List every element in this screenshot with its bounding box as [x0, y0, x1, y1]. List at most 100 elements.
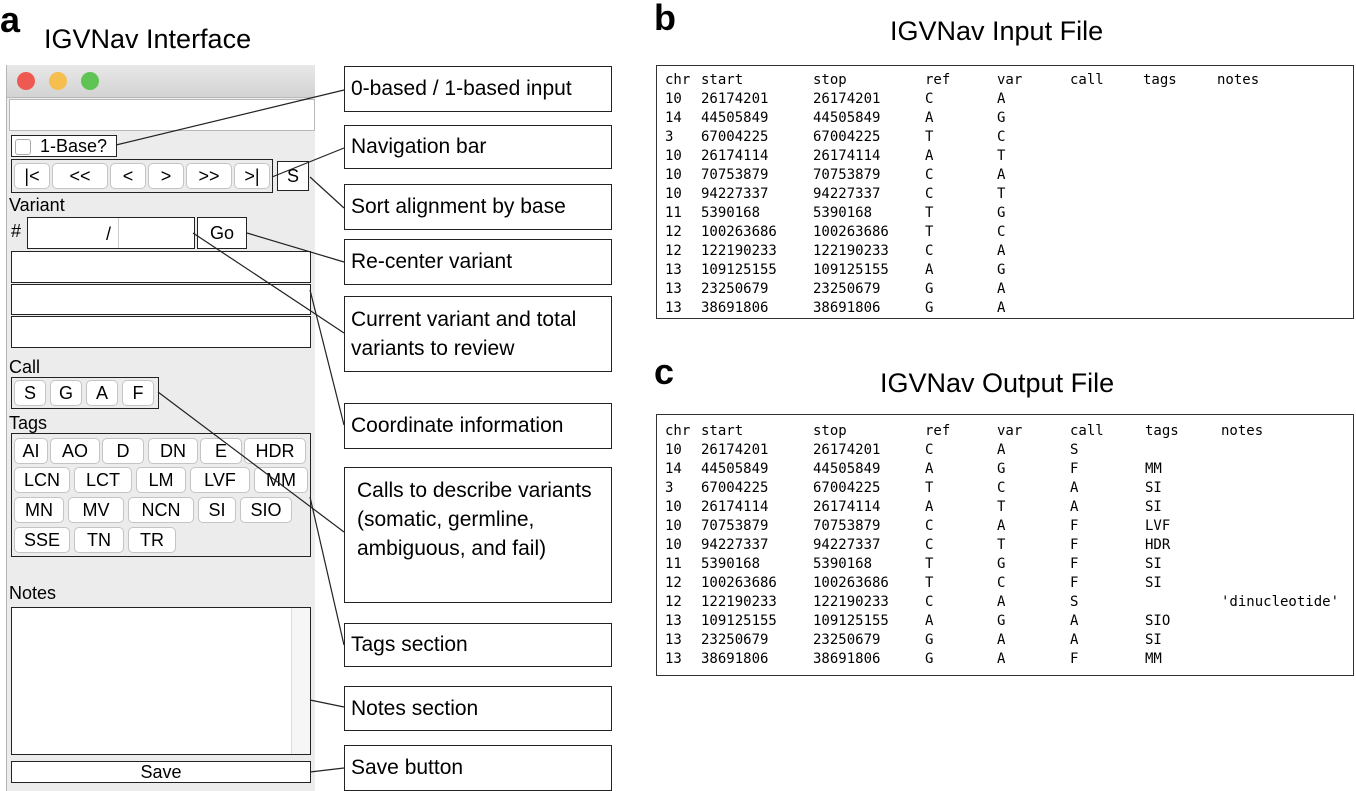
nav-last-button[interactable]: >| — [234, 163, 270, 189]
table-cell: T — [997, 499, 1006, 515]
tag-button[interactable]: TN — [74, 527, 124, 553]
table-cell: 122190233 — [813, 594, 889, 610]
table-cell: A — [997, 518, 1006, 534]
table-cell: MM — [1145, 461, 1162, 477]
title-bar[interactable] — [7, 65, 315, 98]
table-cell: F — [1070, 556, 1079, 572]
table-cell: 26174114 — [813, 148, 881, 164]
table-cell: C — [925, 186, 934, 202]
table-cell: C — [997, 480, 1006, 496]
tag-button[interactable]: E — [200, 438, 242, 464]
table-cell: C — [925, 91, 934, 107]
call-germline-button[interactable]: G — [50, 380, 82, 406]
call-ambiguous-button[interactable]: A — [86, 380, 118, 406]
notes-textarea[interactable] — [11, 607, 311, 755]
table-cell: 5390168 — [701, 556, 761, 572]
tag-button[interactable]: AI — [14, 438, 48, 464]
leader-line — [309, 767, 345, 773]
table-cell: A — [925, 148, 934, 164]
table-cell: T — [925, 480, 934, 496]
notes-label: Notes — [9, 583, 57, 603]
go-button[interactable]: Go — [197, 217, 247, 249]
tag-button[interactable]: MN — [14, 497, 64, 523]
file-path-field[interactable] — [9, 99, 315, 131]
tag-button[interactable]: LCT — [74, 467, 132, 493]
table-cell: HDR — [1145, 537, 1171, 553]
table-cell: T — [997, 148, 1006, 164]
slash-label: / — [106, 224, 112, 244]
tag-button[interactable]: SIO — [240, 497, 292, 523]
table-cell: G — [997, 461, 1006, 477]
call-somatic-button[interactable]: S — [14, 380, 46, 406]
table-cell: 26174114 — [813, 499, 881, 515]
tags-section: AI AO D DN E HDR LCN LCT LM LVF MM MN MV… — [11, 433, 311, 557]
callout-calls: Calls to describe variants (somatic, ger… — [344, 467, 612, 603]
table-cell: 13 — [665, 281, 682, 297]
table-cell: G — [925, 632, 934, 648]
tag-button[interactable]: NCN — [128, 497, 194, 523]
table-cell: 26174114 — [701, 148, 769, 164]
table-cell: G — [997, 110, 1006, 126]
table-cell: 100263686 — [813, 575, 889, 591]
table-cell: 122190233 — [813, 243, 889, 259]
table-header-cell: chr — [665, 423, 691, 439]
table-cell: 12 — [665, 575, 682, 591]
nav-prev-button[interactable]: < — [110, 163, 146, 189]
table-cell: 67004225 — [813, 480, 881, 496]
zoom-icon[interactable] — [81, 72, 99, 90]
table-cell: A — [1070, 499, 1079, 515]
variant-counter-box: / — [27, 217, 195, 249]
table-cell: 70753879 — [813, 167, 881, 183]
table-cell: A — [1070, 613, 1079, 629]
table-cell: 23250679 — [813, 632, 881, 648]
panel-letter-a: a — [0, 0, 21, 40]
nav-first-button[interactable]: |< — [14, 163, 50, 189]
call-fail-button[interactable]: F — [122, 380, 154, 406]
tag-button[interactable]: D — [102, 438, 144, 464]
table-cell: A — [997, 91, 1006, 107]
tag-button[interactable]: LVF — [190, 467, 250, 493]
callout-recenter-variant: Re-center variant — [344, 239, 612, 285]
tag-button[interactable]: DN — [148, 438, 198, 464]
current-variant-input[interactable] — [32, 221, 104, 245]
sort-button[interactable]: S — [277, 161, 309, 191]
tag-button[interactable]: TR — [128, 527, 176, 553]
minimize-icon[interactable] — [49, 72, 67, 90]
callout-notes-section: Notes section — [344, 686, 612, 731]
tag-button[interactable]: SSE — [14, 527, 70, 553]
close-icon[interactable] — [17, 72, 35, 90]
tag-button[interactable]: LM — [136, 467, 186, 493]
table-cell: 3 — [665, 480, 674, 496]
save-button[interactable]: Save — [11, 761, 311, 783]
table-cell: 10 — [665, 537, 682, 553]
tag-button[interactable]: LCN — [14, 467, 70, 493]
tag-button[interactable]: HDR — [244, 438, 306, 464]
table-cell: A — [997, 632, 1006, 648]
table-cell: 26174201 — [813, 91, 881, 107]
table-header-cell: tags — [1143, 72, 1177, 88]
variant-label: Variant — [9, 195, 65, 215]
table-cell: 14 — [665, 461, 682, 477]
table-cell: 23250679 — [701, 632, 769, 648]
table-cell: A — [1070, 480, 1079, 496]
tag-button[interactable]: SI — [198, 497, 236, 523]
table-cell: G — [997, 613, 1006, 629]
table-cell: 100263686 — [701, 224, 777, 240]
nav-forward-fast-button[interactable]: >> — [186, 163, 232, 189]
table-cell: 13 — [665, 613, 682, 629]
nav-back-fast-button[interactable]: << — [52, 163, 108, 189]
table-cell: 44505849 — [701, 110, 769, 126]
one-base-checkbox-group[interactable]: 1-Base? — [11, 135, 117, 157]
tag-button[interactable]: AO — [50, 438, 100, 464]
table-cell: 100263686 — [813, 224, 889, 240]
table-cell: C — [925, 537, 934, 553]
leader-line — [309, 699, 345, 708]
hash-label: # — [11, 221, 22, 241]
notes-scrollbar[interactable] — [291, 608, 310, 754]
nav-next-button[interactable]: > — [148, 163, 184, 189]
panel-b-title: IGVNav Input File — [890, 16, 1104, 46]
table-cell: 10 — [665, 167, 682, 183]
checkbox-icon[interactable] — [15, 139, 31, 155]
tag-button[interactable]: MV — [68, 497, 124, 523]
